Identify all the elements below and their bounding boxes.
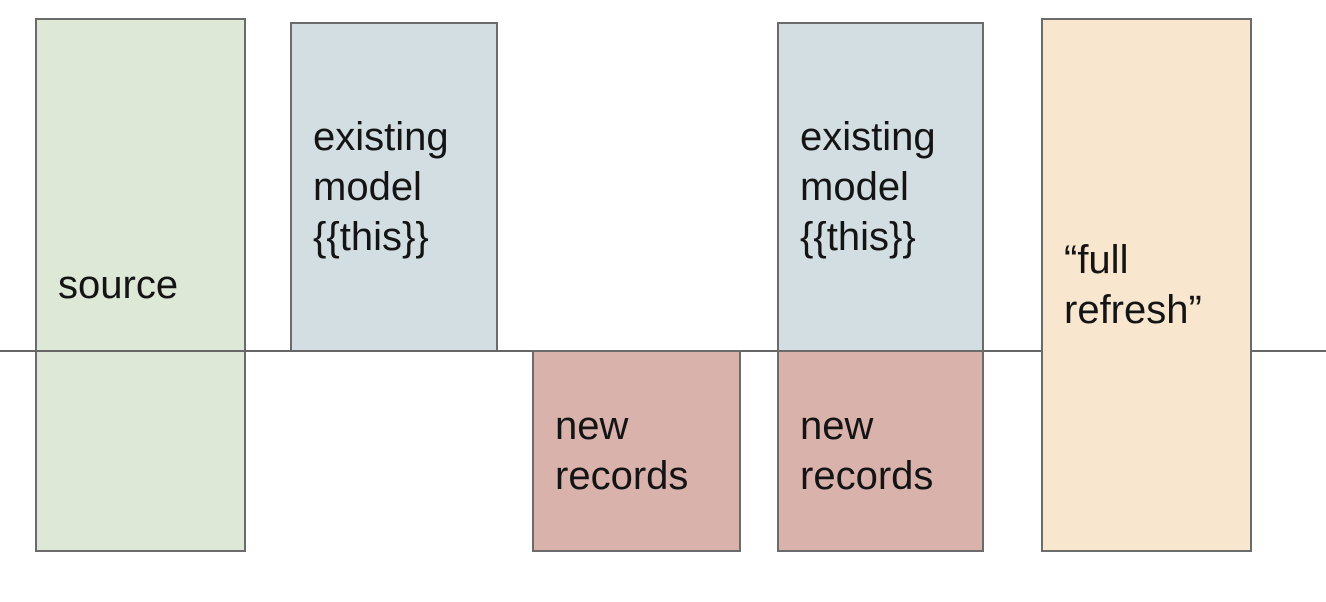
box-existing-model-2: existing model {{this}} [777, 22, 984, 352]
box-new-records-1-label: new records [555, 404, 689, 498]
box-new-records-2-label: new records [800, 404, 934, 498]
box-source-label: source [58, 263, 179, 307]
box-full-refresh-label: “full refresh” [1064, 238, 1202, 332]
box-source: source [35, 18, 246, 552]
box-existing-model-1: existing model {{this}} [290, 22, 498, 352]
box-existing-model-1-label: existing model {{this}} [313, 115, 449, 259]
box-existing-model-2-label: existing model {{this}} [800, 115, 936, 259]
box-full-refresh: “full refresh” [1041, 18, 1252, 552]
box-new-records-1: new records [532, 350, 741, 552]
box-new-records-2: new records [777, 350, 984, 552]
